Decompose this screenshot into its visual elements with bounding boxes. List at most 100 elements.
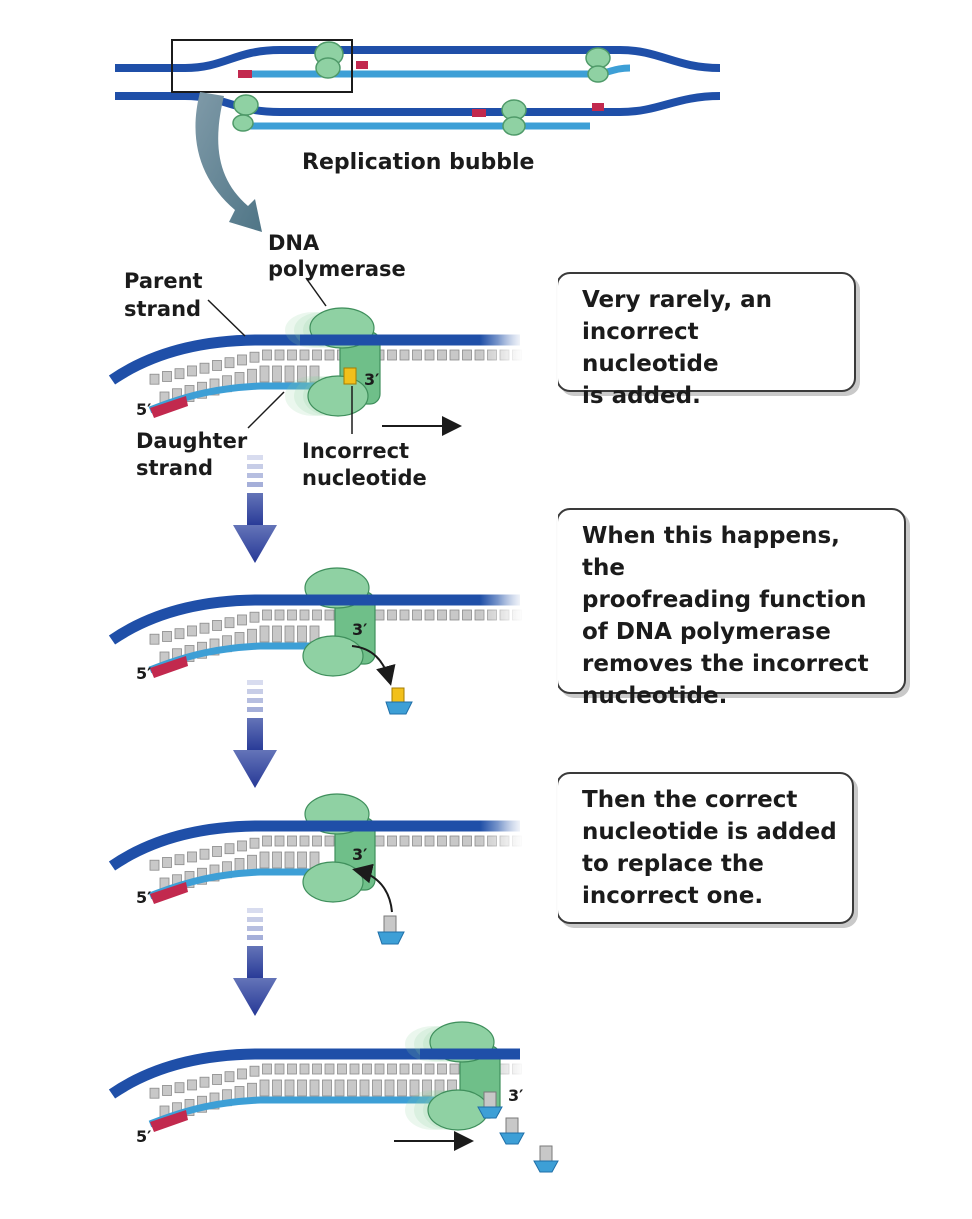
- template-base: [199, 1076, 210, 1088]
- template-base: [362, 1063, 372, 1075]
- primer: [150, 1110, 188, 1132]
- template-base: [287, 835, 297, 847]
- daughter-base: [397, 1079, 407, 1097]
- step-2-line-1: When this happens, the: [582, 523, 840, 581]
- template-base: [349, 1063, 360, 1075]
- template-base: [162, 631, 172, 642]
- template-base: [424, 835, 435, 847]
- template-base: [312, 1063, 322, 1075]
- template-base: [224, 357, 235, 369]
- daughter-strand-label-2: strand: [136, 456, 214, 480]
- polymerase-bottom: [307, 375, 369, 417]
- daughter-leader: [247, 391, 285, 429]
- template-base: [224, 843, 235, 855]
- step-1-callout: Very rarely, an incorrect nucleotide is …: [498, 272, 856, 409]
- primer: [150, 882, 188, 904]
- template-base: [212, 846, 222, 857]
- template-base: [299, 609, 310, 621]
- template-base: [449, 349, 460, 361]
- template-base: [237, 1068, 247, 1080]
- daughter-base: [272, 851, 282, 869]
- template-base: [249, 1065, 260, 1077]
- five-prime-1: 5′: [136, 400, 152, 419]
- step-3-line-3: to replace the: [582, 851, 764, 877]
- template-base: [437, 835, 447, 847]
- incorrect-nucleotide-label-1: Incorrect: [302, 439, 410, 463]
- template-base: [174, 1082, 185, 1094]
- removal-arrow: [351, 645, 396, 686]
- daughter-base: [297, 1079, 307, 1097]
- daughter-base: [259, 625, 270, 643]
- daughter-base: [284, 365, 295, 383]
- step-1-line-2: incorrect nucleotide: [582, 319, 719, 377]
- template-base: [237, 354, 247, 366]
- daughter-base: [297, 625, 307, 643]
- template-base: [337, 1063, 347, 1075]
- panel-1: [108, 307, 525, 418]
- five-prime-2: 5′: [136, 664, 152, 683]
- template-base: [299, 349, 310, 361]
- template-base: [187, 1079, 197, 1091]
- template-base: [424, 1063, 435, 1075]
- template-base: [262, 349, 272, 361]
- template-base: [312, 349, 322, 361]
- three-prime-4: 3′: [508, 1086, 524, 1105]
- template-base: [399, 1063, 410, 1075]
- template-base: [299, 1063, 310, 1075]
- template-base: [424, 349, 435, 361]
- template-base: [399, 609, 410, 621]
- template-base: [187, 851, 197, 863]
- step-3-line-2: nucleotide is added: [582, 819, 837, 845]
- zoom-box: [171, 39, 353, 93]
- step-3-callout: Then the correct nucleotide is added to …: [498, 772, 854, 924]
- polymerase-bottom: [302, 861, 364, 903]
- template-base: [199, 362, 210, 374]
- template-base: [187, 365, 197, 377]
- panel-3: [108, 793, 525, 945]
- template-base: [462, 835, 472, 847]
- template-base: [387, 835, 397, 847]
- template-base: [199, 622, 210, 634]
- down-arrow-2: [233, 750, 277, 788]
- polymerase-leader: [305, 277, 327, 307]
- primer: [150, 656, 188, 678]
- template-base: [324, 835, 335, 847]
- step-2-line-5: nucleotide.: [582, 683, 728, 709]
- template-base: [462, 349, 472, 361]
- daughter-base: [322, 1079, 332, 1097]
- template-base: [174, 628, 185, 640]
- parent-strand-label-2: strand: [124, 297, 202, 321]
- template-base: [262, 835, 272, 847]
- template-base: [424, 609, 435, 621]
- daughter-base: [272, 625, 282, 643]
- template-base: [449, 835, 460, 847]
- template-base: [387, 1063, 397, 1075]
- daughter-base: [284, 1079, 295, 1097]
- template-base: [149, 859, 160, 871]
- template-base: [149, 373, 160, 385]
- incoming-nucleotide: [505, 1117, 519, 1134]
- daughter-base: [334, 1079, 345, 1097]
- template-base: [387, 609, 397, 621]
- five-prime-3: 5′: [136, 888, 152, 907]
- template-base: [399, 835, 410, 847]
- template-base: [149, 633, 160, 645]
- template-base: [174, 854, 185, 866]
- incorrect-nucleotide-label-2: nucleotide: [302, 466, 427, 490]
- template-base: [199, 848, 210, 860]
- daughter-base: [309, 1079, 320, 1097]
- zoom-arrow: [195, 92, 262, 232]
- daughter-base: [309, 365, 320, 383]
- template-base: [212, 1074, 222, 1085]
- daughter-base: [284, 625, 295, 643]
- step-3-line-1: Then the correct: [582, 787, 798, 813]
- template-base: [287, 1063, 297, 1075]
- template-base: [274, 835, 285, 847]
- template-base: [374, 609, 385, 621]
- polymerase-bottom: [427, 1089, 489, 1131]
- step-1-line-1: Very rarely, an: [582, 287, 773, 313]
- daughter-base: [359, 1079, 370, 1097]
- three-prime-1: 3′: [364, 370, 380, 389]
